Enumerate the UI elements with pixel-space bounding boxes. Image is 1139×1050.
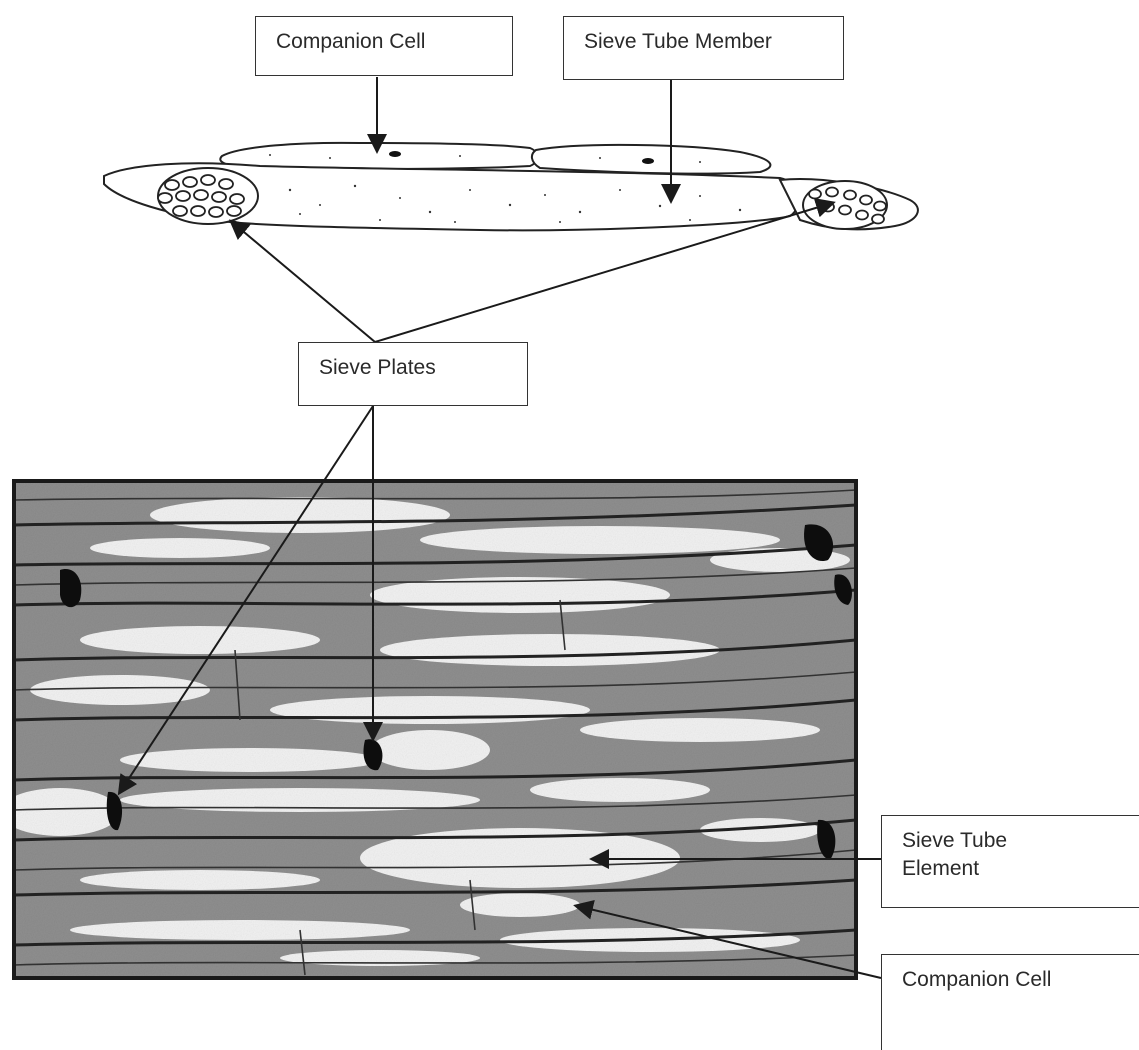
label-sieve-tube-member-text: Sieve Tube Member xyxy=(584,30,772,53)
label-companion-cell-top-text: Companion Cell xyxy=(276,30,425,53)
phloem-micrograph xyxy=(0,481,856,978)
label-sieve-tube-element-line2: Element xyxy=(902,855,1123,883)
arrow-sieve-plate-left xyxy=(232,222,375,342)
label-sieve-tube-member: Sieve Tube Member xyxy=(563,16,844,80)
label-sieve-plates: Sieve Plates xyxy=(298,342,528,406)
label-sieve-tube-element: Sieve Tube Element xyxy=(881,815,1139,908)
sieve-tube-drawing xyxy=(104,143,918,230)
label-companion-cell-bottom: Companion Cell xyxy=(881,954,1139,1050)
label-companion-cell-bottom-text: Companion Cell xyxy=(902,968,1051,991)
companion-cell-left-drawing xyxy=(220,143,537,169)
label-sieve-tube-element-line1: Sieve Tube xyxy=(902,827,1123,855)
label-companion-cell-top: Companion Cell xyxy=(255,16,513,76)
label-sieve-plates-text: Sieve Plates xyxy=(319,356,436,379)
